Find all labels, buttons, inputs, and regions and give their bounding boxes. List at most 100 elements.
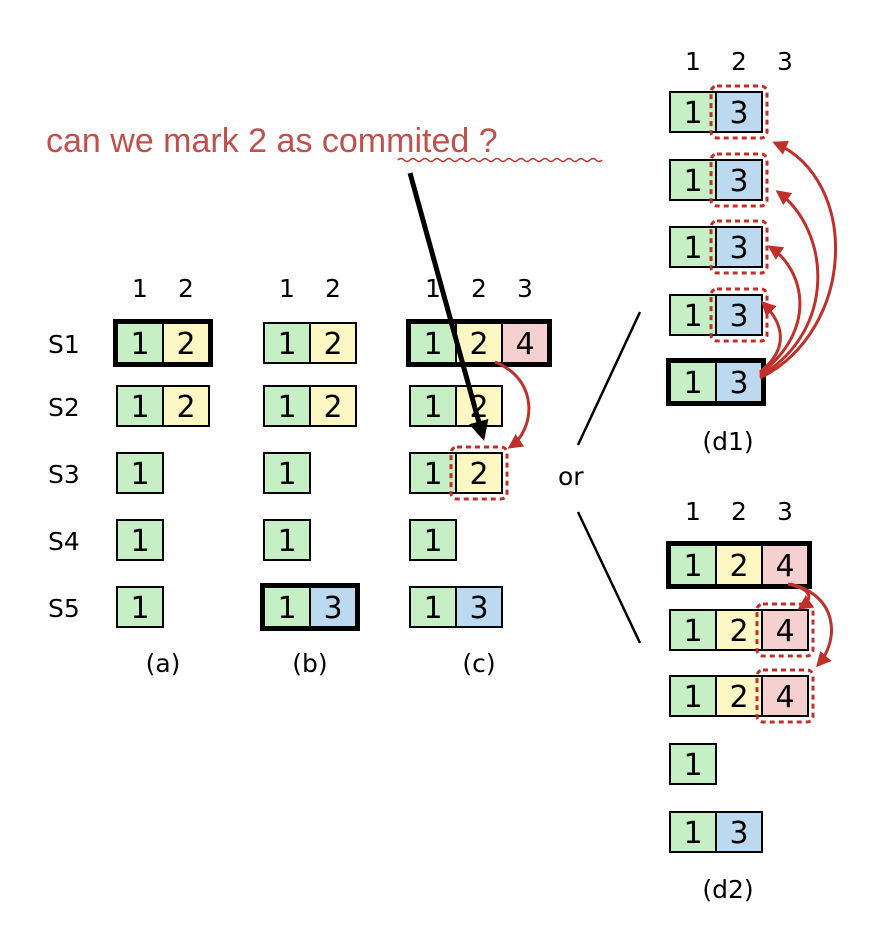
spellcheck-underline [397,157,603,163]
log-entry-cell [116,452,164,494]
log-entry-term: 3 [729,816,748,851]
index-label: 2 [731,497,747,526]
log-entry-cell [761,675,809,717]
log-entry-cell [669,675,717,717]
log-entry-cell [715,675,763,717]
index-label: 3 [777,47,793,76]
log-entry-term: 4 [515,327,534,362]
log-entry-term: 3 [469,591,488,626]
committed-highlight [709,84,769,140]
log-entry-term: 1 [683,299,702,334]
log-entry-term: 3 [729,366,748,401]
index-label: 1 [425,274,441,303]
index-label: 1 [685,497,701,526]
branch-line-up [576,311,642,446]
log-entry-term: 2 [469,457,488,492]
log-entry-term: 1 [423,327,442,362]
log-entry-cell [409,452,457,494]
log-entry-cell [669,609,717,651]
leader-outline [666,541,812,589]
log-entry-cell [715,226,763,268]
server-label: S3 [48,460,80,489]
index-label: 2 [731,47,747,76]
index-label: 1 [132,274,148,303]
log-entry-cell [116,586,164,628]
log-entry-cell [455,586,503,628]
log-entry-cell [263,322,311,364]
log-entry-term: 3 [729,299,748,334]
branch-line-down [576,511,642,644]
log-entry-term: 1 [683,614,702,649]
or-label: or [558,462,584,491]
panel-caption: (c) [462,649,495,678]
replicate-arrow-c [494,360,531,449]
replicate-arrows-d1 [759,140,838,380]
log-entry-cell [409,519,457,561]
log-entry-term: 1 [683,231,702,266]
log-entry-term: 1 [130,524,149,559]
committed-highlight [755,668,815,724]
panel-caption: (d1) [702,427,753,456]
log-entry-term: 2 [323,390,342,425]
log-entry-term: 3 [729,96,748,131]
log-entry-term: 2 [323,327,342,362]
log-entry-term: 1 [423,524,442,559]
log-entry-cell [162,385,210,427]
log-entry-cell [715,609,763,651]
log-entry-term: 2 [176,327,195,362]
server-label: S4 [48,527,80,556]
log-entry-term: 1 [423,591,442,626]
index-label: 2 [325,274,341,303]
log-entry-term: 1 [130,390,149,425]
log-entry-term: 1 [423,457,442,492]
server-label: S5 [48,594,80,623]
replicate-arrows-d2 [787,582,833,668]
panel-caption: (b) [292,649,327,678]
log-entry-cell [715,294,763,336]
log-entry-term: 1 [683,816,702,851]
question-pointer-arrow [407,172,489,441]
log-entry-term: 1 [277,524,296,559]
log-entry-cell [715,544,763,586]
index-label: 1 [685,47,701,76]
index-label: 2 [178,274,194,303]
log-entry-term: 3 [729,164,748,199]
index-label: 3 [777,497,793,526]
index-label: 2 [471,274,487,303]
panel-caption: (d2) [702,875,753,904]
log-entry-cell [669,91,717,133]
log-entry-term: 4 [775,680,794,715]
log-entry-cell [715,811,763,853]
committed-highlight [709,219,769,275]
log-entry-cell [669,811,717,853]
log-entry-cell [409,586,457,628]
log-entry-cell [669,743,717,785]
log-entry-term: 3 [323,591,342,626]
leader-outline [406,319,552,367]
log-entry-term: 1 [277,390,296,425]
log-entry-term: 2 [469,327,488,362]
log-entry-term: 2 [729,680,748,715]
committed-highlight [449,445,509,501]
log-entry-cell [669,544,717,586]
committed-highlight [709,152,769,208]
log-entry-cell [669,226,717,268]
log-entry-term: 1 [277,327,296,362]
log-entry-cell [263,519,311,561]
log-entry-cell [263,385,311,427]
log-entry-cell [116,519,164,561]
log-entry-cell [669,294,717,336]
log-entry-cell [501,322,549,364]
log-entry-cell [309,322,357,364]
log-entry-cell [409,385,457,427]
server-label: S2 [48,393,80,422]
log-entry-term: 1 [277,457,296,492]
log-entry-term: 1 [277,591,296,626]
server-label: S1 [48,330,80,359]
